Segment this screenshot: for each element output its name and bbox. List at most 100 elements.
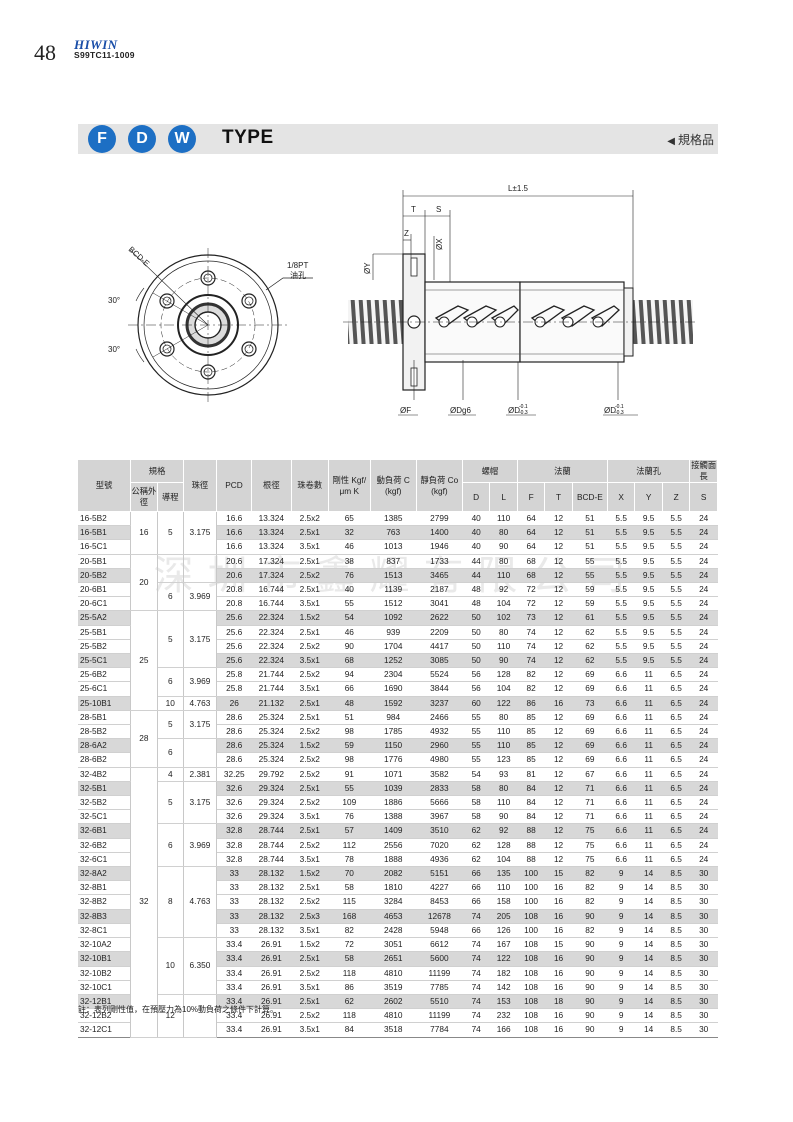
cell-value: 92: [489, 582, 518, 598]
cell-value: 90: [572, 980, 608, 995]
cell-value: 76: [328, 568, 371, 584]
cell-value: 5.5: [607, 596, 635, 612]
cell-value: 29.792: [251, 766, 292, 782]
cell-value: 9: [607, 880, 635, 896]
cell-value: 58: [462, 795, 490, 811]
cell-value: 12: [544, 752, 573, 768]
cell-model: 25-6C1: [78, 681, 131, 697]
cell-value: 64: [517, 510, 545, 527]
cell-ball-dia: 4.763: [182, 866, 217, 939]
cell-value: 20.8: [216, 582, 252, 598]
cell-value: 11: [634, 823, 663, 839]
cell-value: 25.6: [216, 625, 252, 640]
cell-value: 1.5x2: [291, 610, 329, 626]
cell-value: 66: [462, 923, 490, 939]
cell-value: 28.132: [251, 923, 292, 939]
cell-value: 1704: [370, 639, 417, 655]
cell-value: 2651: [370, 951, 417, 967]
cell-value: 82: [572, 880, 608, 896]
cell-value: 24: [689, 596, 718, 612]
cell-model: 32-5B1: [78, 781, 131, 797]
cell-value: 55: [328, 596, 371, 612]
cell-value: 13.324: [251, 510, 292, 527]
cell-value: 14: [634, 994, 663, 1010]
cell-value: 55: [328, 781, 371, 797]
cell-value: 50: [462, 653, 490, 669]
cell-value: 8.5: [662, 937, 690, 953]
cell-value: 11: [634, 809, 663, 825]
cell-value: 1776: [370, 752, 417, 768]
cell-value: 26.91: [251, 937, 292, 953]
cell-value: 55: [462, 724, 490, 740]
cell-value: 32.8: [216, 838, 252, 853]
cell-value: 14: [634, 880, 663, 896]
cell-value: 12: [544, 852, 573, 868]
th-X: X: [607, 482, 636, 512]
cell-value: 3.5x1: [291, 1022, 329, 1038]
cell-value: 90: [572, 951, 608, 967]
cell-value: 2.5x2: [291, 752, 329, 768]
cell-value: 128: [489, 667, 518, 683]
cell-ball-dia: 3.175: [182, 511, 217, 555]
cell-value: 62: [572, 653, 608, 669]
cell-value: 72: [517, 596, 545, 612]
cell-value: 58: [462, 781, 490, 797]
cell-value: 74: [462, 951, 490, 967]
cell-value: 5.5: [607, 525, 635, 541]
cell-value: 9: [607, 980, 635, 995]
cell-value: 12: [544, 553, 573, 569]
cell-value: 11: [634, 852, 663, 868]
cell-value: 5.5: [662, 610, 690, 626]
cell-value: 25.8: [216, 667, 252, 683]
cell-value: 24: [689, 510, 718, 527]
cell-value: 28.132: [251, 894, 292, 910]
cell-ball-dia: 3.969: [182, 823, 217, 868]
cell-value: 40: [462, 510, 490, 527]
cell-value: 2466: [416, 709, 463, 726]
cell-value: 90: [489, 539, 518, 555]
cell-value: 6.5: [662, 752, 690, 768]
cell-value: 166: [489, 1022, 518, 1038]
cell-model: 32-12B1: [78, 994, 131, 1010]
cell-value: 6.6: [607, 696, 635, 711]
cell-value: 12: [544, 582, 573, 598]
cell-value: 6.6: [607, 766, 635, 782]
th-model: 型號: [78, 460, 132, 512]
cell-value: 8.5: [662, 880, 690, 896]
cell-value: 28.6: [216, 738, 252, 754]
cell-value: 104: [489, 852, 518, 868]
cell-value: 3518: [370, 1022, 417, 1038]
cell-value: 118: [328, 1008, 371, 1024]
cell-ball-dia: 3.969: [182, 667, 217, 697]
cell-value: 25.6: [216, 610, 252, 626]
cell-value: 1071: [370, 766, 417, 782]
cell-value: 14: [634, 909, 663, 924]
type-letter-f: F: [88, 125, 116, 153]
oil-hole-label: 油孔: [290, 270, 306, 280]
cell-value: 38: [328, 553, 371, 569]
cell-value: 2428: [370, 923, 417, 939]
cell-value: 12: [544, 625, 573, 640]
cell-value: 24: [689, 539, 718, 555]
cell-value: 11: [634, 681, 663, 697]
cell-value: 11: [634, 795, 663, 811]
cell-value: 1.5x2: [291, 937, 329, 953]
cell-value: 74: [462, 1008, 490, 1024]
cell-value: 2.5x2: [291, 894, 329, 910]
cell-ball-dia: 3.175: [182, 781, 217, 825]
cell-value: 2.5x1: [291, 880, 329, 896]
cell-model: 32-5B2: [78, 795, 131, 811]
triangle-left-icon: ◀: [667, 136, 675, 147]
cell-value: 123: [489, 752, 518, 768]
cell-value: 12: [544, 823, 573, 839]
cell-value: 50: [462, 610, 490, 626]
cell-value: 1888: [370, 852, 417, 868]
cell-value: 168: [328, 909, 371, 924]
bcd-label: BCD-E: [127, 245, 152, 268]
